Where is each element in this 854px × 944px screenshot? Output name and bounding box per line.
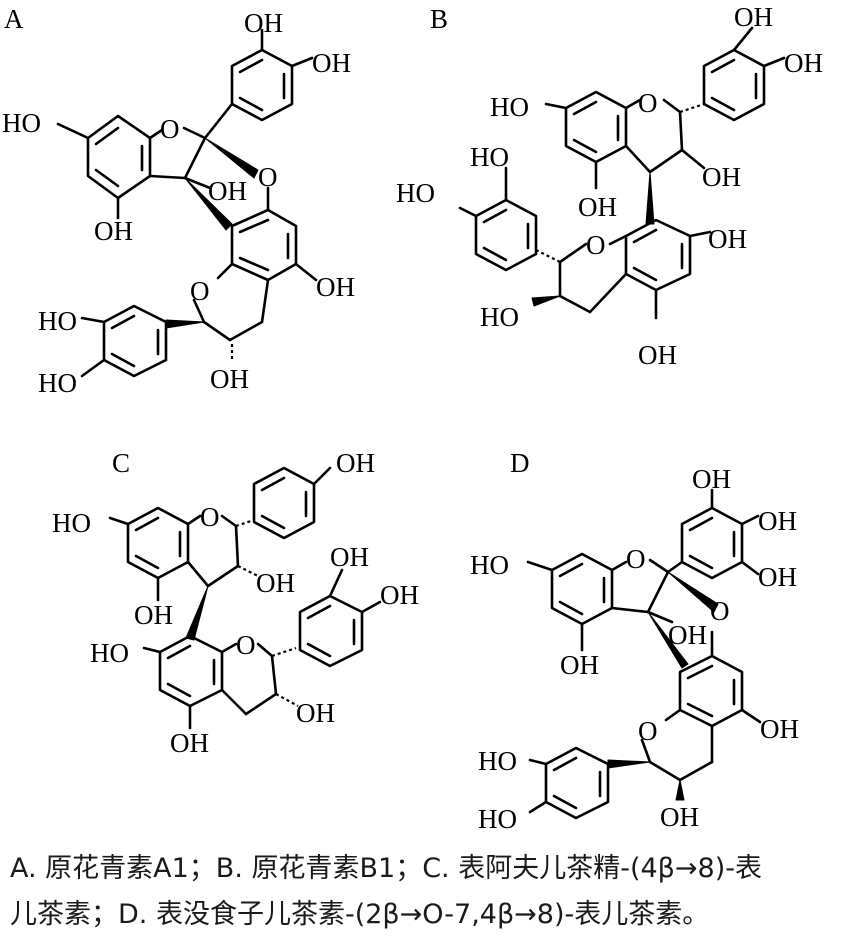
- atom-ho: HO: [480, 302, 519, 332]
- structure-d: D OH OH OH HO: [470, 448, 799, 834]
- atom-oh: OH: [734, 2, 773, 32]
- structure-a: A OH OH HO: [2, 4, 355, 398]
- structure-c: C OH HO O OH OH: [52, 448, 419, 758]
- chemical-structures-figure: A OH OH HO: [2, 2, 823, 834]
- atom-ho: HO: [38, 306, 77, 336]
- atom-oh: OH: [94, 216, 133, 246]
- atom-o: O: [190, 276, 210, 306]
- atom-oh: OH: [758, 506, 797, 536]
- atom-o: O: [200, 502, 220, 532]
- atom-o: O: [638, 88, 658, 118]
- atom-ho: HO: [478, 746, 517, 776]
- atom-ho: HO: [90, 638, 129, 668]
- atom-oh: OH: [244, 8, 283, 38]
- figure-caption: A. 原花青素A1；B. 原花青素B1；C. 表阿夫儿茶精-(4β→8)-表 儿…: [10, 846, 846, 938]
- atom-oh: OH: [134, 600, 173, 630]
- panel-label-d: D: [510, 448, 530, 478]
- atom-ho: HO: [38, 368, 77, 398]
- atom-o: O: [160, 114, 180, 144]
- atom-oh: OH: [758, 562, 797, 592]
- panel-label-a: A: [4, 4, 24, 34]
- atom-o: O: [258, 162, 278, 192]
- atom-o: O: [586, 230, 606, 260]
- atom-oh: OH: [170, 728, 209, 758]
- atom-oh: OH: [380, 580, 419, 610]
- atom-ho: HO: [52, 508, 91, 538]
- atom-oh: OH: [296, 698, 335, 728]
- atom-oh: OH: [210, 364, 249, 394]
- atom-o: O: [710, 596, 730, 626]
- panel-label-c: C: [112, 448, 130, 478]
- atom-o: O: [236, 630, 256, 660]
- atom-oh: OH: [708, 224, 747, 254]
- atom-oh: OH: [692, 464, 731, 494]
- atom-oh: OH: [330, 542, 369, 572]
- atom-ho: HO: [470, 550, 509, 580]
- atom-ho: HO: [490, 92, 529, 122]
- structure-b: B OH OH HO O H: [396, 2, 823, 370]
- atom-oh: OH: [208, 176, 247, 206]
- atom-oh: OH: [336, 448, 375, 478]
- caption-line-1: A. 原花青素A1；B. 原花青素B1；C. 表阿夫儿茶精-(4β→8)-表: [10, 853, 762, 884]
- caption-line-2: 儿茶素；D. 表没食子儿茶素-(2β→O-7,4β→8)-表儿茶素。: [10, 899, 710, 930]
- atom-o: O: [626, 544, 646, 574]
- atom-ho: HO: [470, 142, 509, 172]
- atom-oh: OH: [578, 192, 617, 222]
- atom-ho: HO: [396, 178, 435, 208]
- atom-ho: HO: [478, 804, 517, 834]
- atom-oh: OH: [668, 620, 707, 650]
- atom-oh: OH: [316, 272, 355, 302]
- atom-oh: OH: [256, 568, 295, 598]
- atom-o: O: [638, 716, 658, 746]
- atom-oh: OH: [312, 48, 351, 78]
- panel-label-b: B: [430, 4, 448, 34]
- atom-oh: OH: [560, 650, 599, 680]
- atom-oh: OH: [660, 802, 699, 832]
- atom-ho: HO: [2, 108, 41, 138]
- atom-oh: OH: [760, 714, 799, 744]
- atom-oh: OH: [702, 162, 741, 192]
- atom-oh: OH: [784, 48, 823, 78]
- atom-oh: OH: [638, 340, 677, 370]
